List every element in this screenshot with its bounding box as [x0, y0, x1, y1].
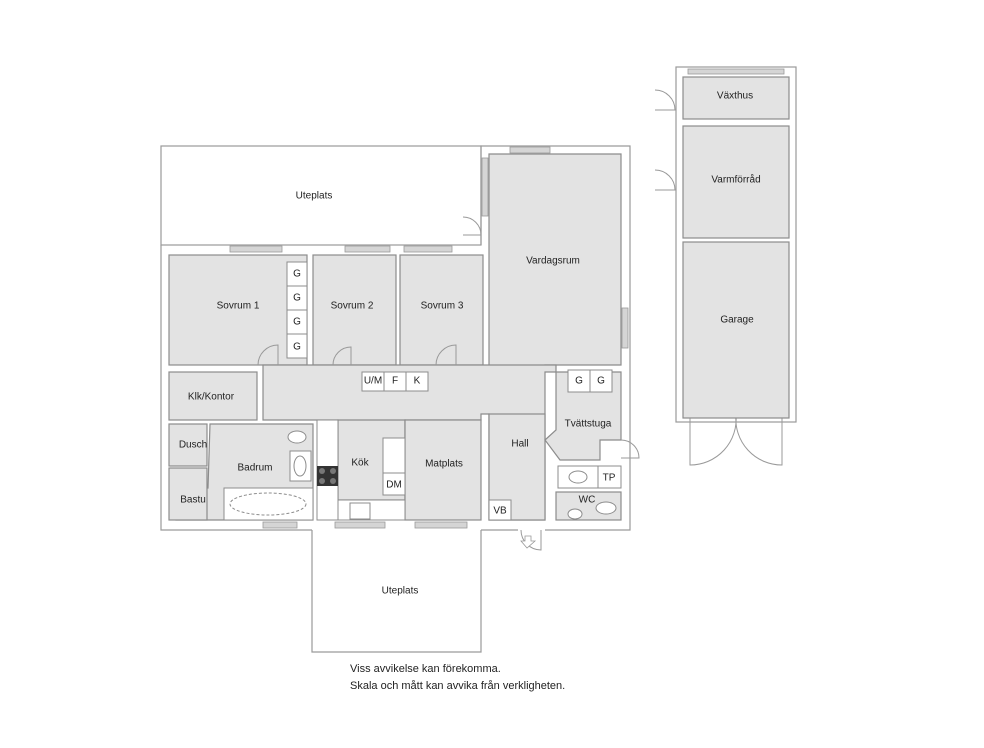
vardagsrum-label: Vardagsrum [526, 255, 580, 267]
uteplats-bottom-label: Uteplats [381, 585, 419, 597]
cabinet-k-label: K [413, 375, 421, 387]
bastu-label: Bastu [180, 494, 206, 506]
wardrobe-label: G [293, 268, 301, 280]
garage-label: Garage [720, 314, 754, 326]
kok-label: Kök [351, 457, 369, 469]
sovrum3-room [399, 254, 484, 366]
uteplats-top-label: Uteplats [295, 190, 333, 202]
klk-kontor-label: Klk/Kontor [187, 391, 235, 403]
wardrobe-label: G [597, 375, 605, 387]
matplats-label: Matplats [425, 458, 463, 470]
tvattstuga-room [544, 371, 622, 461]
wardrobe-label: G [293, 341, 301, 353]
disclaimer: Viss avvikelse kan förekomma. Skala och … [350, 661, 565, 695]
entrance-arrow-icon [520, 535, 537, 549]
disclaimer-line-1: Viss avvikelse kan förekomma. [350, 663, 501, 675]
varmforrad-label: Varmförråd [711, 174, 761, 186]
matplats-room [404, 419, 482, 521]
main-house [160, 145, 631, 653]
cabinet-f-label: F [391, 375, 399, 387]
stove-icon [317, 466, 338, 486]
uteplats-bottom-area [311, 530, 482, 653]
disclaimer-line-2: Skala och mått kan avvika från verklighe… [350, 680, 566, 692]
badrum-label: Badrum [237, 462, 273, 474]
sovrum1-label: Sovrum 1 [216, 300, 260, 312]
sovrum2-label: Sovrum 2 [330, 300, 374, 312]
wardrobe-label: G [293, 316, 301, 328]
klk-kontor-room [168, 371, 258, 421]
hall-label: Hall [511, 438, 529, 450]
wardrobe-label: G [575, 375, 583, 387]
bastu-room [168, 467, 208, 521]
wardrobe-label: G [293, 292, 301, 304]
vb-label: VB [493, 505, 507, 517]
outbuilding [675, 66, 797, 423]
tp-label: TP [602, 472, 616, 484]
sovrum3-label: Sovrum 3 [420, 300, 464, 312]
vaxthus-label: Växthus [716, 90, 754, 102]
dm-label: DM [386, 479, 402, 491]
dusch-room [168, 423, 208, 467]
cabinet-um-label: U/M [363, 375, 383, 387]
dusch-label: Dusch [178, 439, 208, 451]
varmforrad-room [682, 125, 790, 239]
wc-label: WC [578, 494, 596, 506]
tvattstuga-label: Tvättstuga [564, 418, 612, 430]
sovrum1-room [168, 254, 308, 366]
garage-room [682, 241, 790, 419]
vaxthus-room [682, 76, 790, 120]
